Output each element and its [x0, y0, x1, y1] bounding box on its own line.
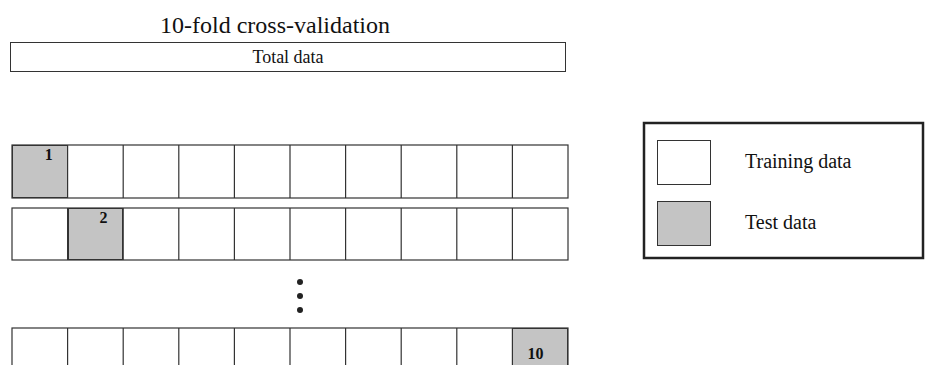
node-label: Total data — [252, 47, 323, 68]
legend-swatch — [657, 140, 711, 185]
fold-row — [12, 328, 568, 365]
legend-frame — [644, 123, 923, 258]
ellipsis-dots — [297, 279, 303, 313]
node-label: 2 — [99, 209, 107, 227]
cell-dividers — [68, 145, 513, 365]
test-fold-cell: 10 — [512, 328, 568, 365]
diagram-title: 10-fold cross-validation — [0, 12, 550, 39]
total-data-bar: Total data — [10, 42, 566, 72]
test-fold-cell: 1 — [12, 145, 68, 198]
test-fold-cell: 2 — [68, 208, 124, 260]
fold-row — [12, 145, 568, 198]
legend-label: Test data — [745, 211, 816, 234]
legend-swatch — [657, 201, 711, 246]
node-label: 10 — [527, 345, 543, 363]
legend-label: Training data — [745, 150, 851, 173]
node-label: 1 — [45, 146, 53, 164]
fold-row — [12, 208, 568, 260]
